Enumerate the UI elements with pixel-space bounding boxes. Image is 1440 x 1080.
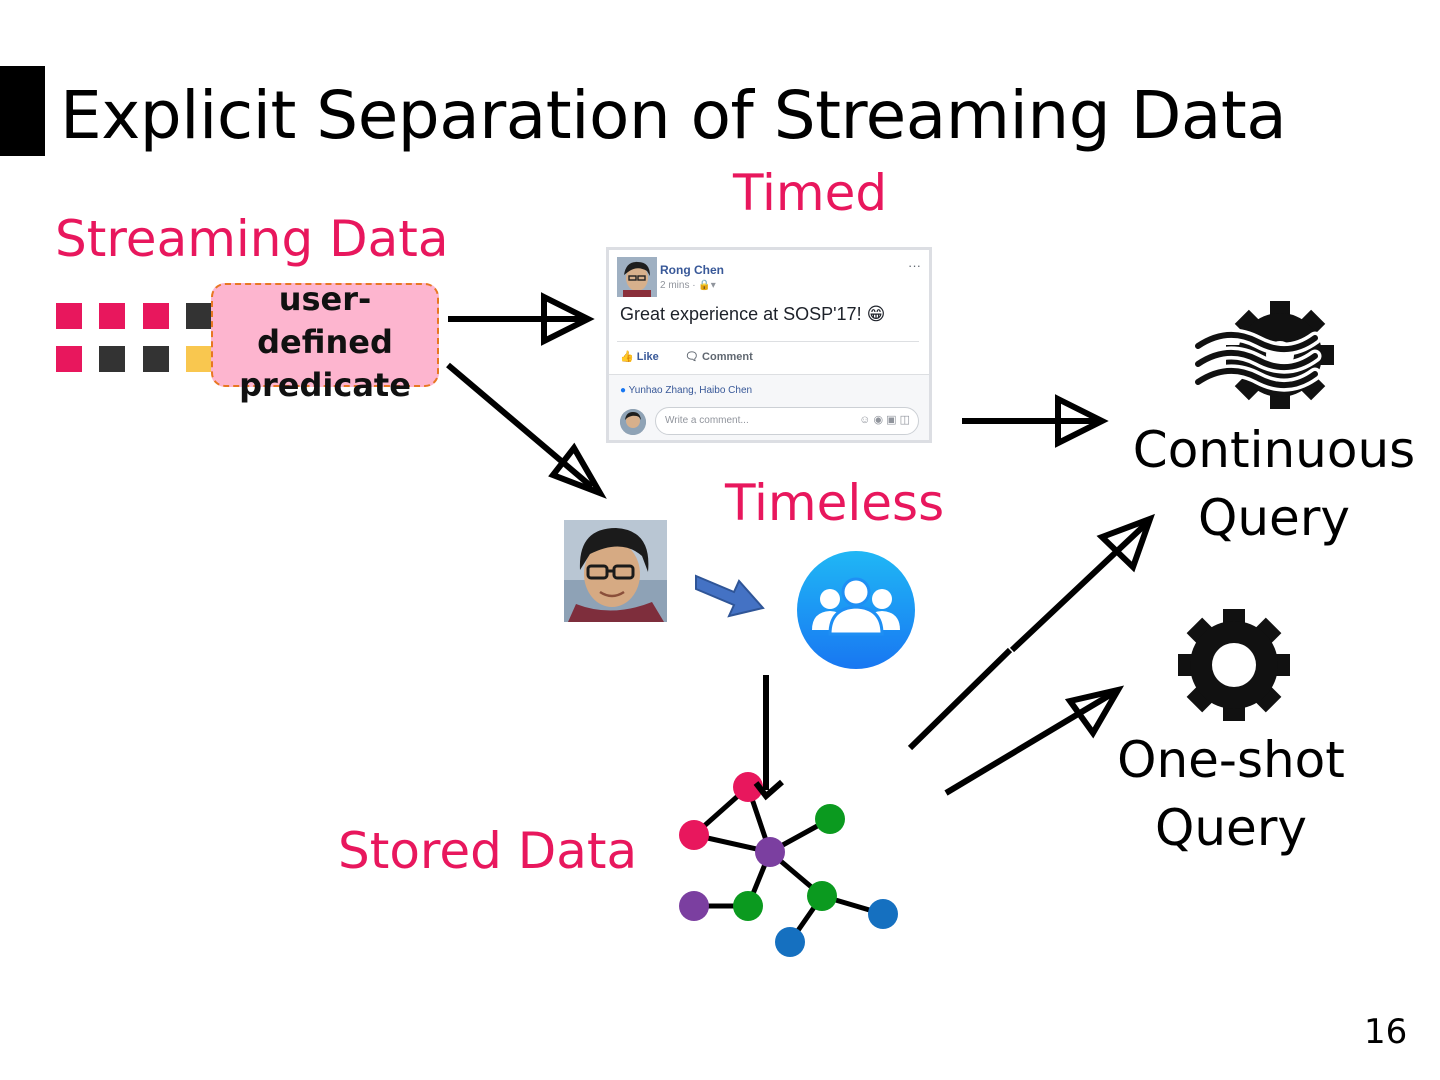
arrow-to-continuous-query [962, 394, 1109, 448]
grin-emoji-icon: 😁 [866, 304, 886, 324]
title-accent-bar [0, 66, 45, 156]
commenter-avatar [620, 409, 646, 435]
like-label: Like [636, 351, 659, 363]
comment-tools: ☺ ◉ ▣ ◫ [859, 413, 910, 426]
comment-label: Comment [702, 351, 753, 363]
comment-button[interactable]: 🗨 Comment [685, 350, 753, 363]
one-shot-query-line: One-shot [1117, 731, 1345, 789]
post-meta: 2 mins · 🔒▾ [660, 280, 716, 291]
stream-square [143, 346, 169, 372]
stream-square [186, 346, 212, 372]
arrow-to-timed [448, 292, 595, 346]
predicate-box [211, 283, 439, 387]
lock-icon: 🔒▾ [698, 280, 716, 291]
more-options-icon[interactable]: ··· [908, 258, 921, 273]
stream-square [186, 303, 212, 329]
arrow-down-to-stored [753, 675, 784, 801]
post-text: Great experience at SOSP'17! [620, 304, 862, 324]
post-footer: ● Yunhao Zhang, Haibo Chen Write a comme… [609, 374, 929, 440]
predicate-line: predicate [239, 366, 411, 404]
comment-placeholder: Write a comment... [665, 415, 749, 426]
one-shot-query-label: One-shot Query [1100, 726, 1362, 862]
sticker-icon[interactable]: ◫ [899, 414, 910, 426]
gif-icon[interactable]: ▣ [886, 414, 897, 426]
stream-square [56, 346, 82, 372]
like-button[interactable]: 👍 Like [620, 350, 659, 363]
arrow-to-timeless [446, 362, 607, 499]
stream-square [143, 303, 169, 329]
continuous-query-line: Continuous [1132, 421, 1416, 479]
predicate-line: user- [278, 280, 372, 318]
gear-icon [1178, 609, 1290, 721]
stream-square [99, 303, 125, 329]
thumbs-up-icon: 👍 [620, 351, 634, 363]
stream-square [56, 303, 82, 329]
post-author-name[interactable]: Rong Chen [660, 263, 724, 277]
timeless-label: Timeless [725, 474, 945, 532]
continuous-query-line: Query [1198, 489, 1350, 547]
post-body: Great experience at SOSP'17! 😁 [620, 304, 885, 325]
person-photo [564, 520, 667, 622]
arrow-stored-to-oneshot [944, 685, 1125, 796]
predicate-line: defined [257, 323, 393, 361]
smiley-icon[interactable]: ☺ [859, 414, 871, 426]
page-number: 16 [1364, 1012, 1408, 1052]
speech-bubble-icon: 🗨 [685, 351, 699, 363]
camera-icon[interactable]: ◉ [873, 414, 884, 426]
likes-names: Yunhao Zhang, Haibo Chen [628, 385, 753, 396]
like-badge-icon: ● [620, 385, 627, 396]
comment-input[interactable]: Write a comment... ☺ ◉ ▣ ◫ [655, 407, 919, 435]
stream-square [99, 346, 125, 372]
slide-title: Explicit Separation of Streaming Data [60, 77, 1287, 154]
social-post-card: Rong Chen 2 mins · 🔒▾ ··· Great experien… [606, 247, 932, 443]
one-shot-query-line: Query [1155, 799, 1307, 857]
continuous-query-label: Continuous Query [1130, 416, 1418, 552]
timed-label: Timed [733, 164, 888, 222]
post-likes[interactable]: ● Yunhao Zhang, Haibo Chen [620, 385, 752, 396]
friends-group-icon [796, 550, 916, 670]
post-author-avatar [617, 257, 657, 297]
stored-data-label: Stored Data [338, 822, 638, 880]
graph-network-icon [679, 772, 898, 957]
post-divider [617, 341, 919, 342]
gear-with-waves-icon [1191, 301, 1334, 409]
post-timestamp: 2 mins · [660, 280, 696, 291]
arrow-stored-to-continuous [907, 513, 1155, 751]
blue-arrow-icon [695, 574, 765, 618]
streaming-data-label: Streaming Data [55, 210, 449, 268]
predicate-label: user- defined predicate [211, 278, 439, 407]
